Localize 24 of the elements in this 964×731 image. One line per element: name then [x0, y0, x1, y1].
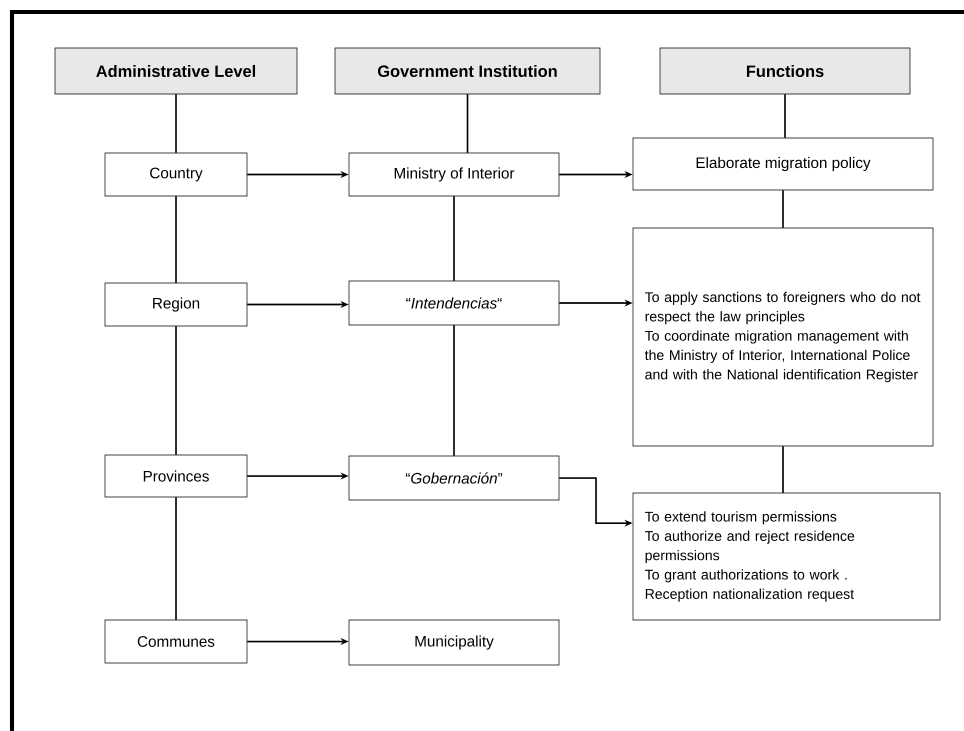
- connector-line: [175, 497, 177, 620]
- box: Elaborate migration policy: [632, 138, 934, 190]
- box: Provinces: [104, 454, 248, 498]
- connector-line: [782, 190, 784, 228]
- text-box: To extend tourism permissions To authorize and reject residence permissions To grant authorizations to work . Reception nationalization request: [632, 492, 940, 620]
- connector-line: [782, 446, 784, 493]
- column-header: Administrative Level: [54, 48, 298, 94]
- column-header: Government Institution: [334, 48, 600, 94]
- text-box: To apply sanctions to foreigners who do not respect the law principles To coordinate migration management with the Ministry of Interior, International Police and with the National identification Register: [632, 228, 934, 446]
- connector-line: [175, 94, 177, 153]
- connector-line: [453, 325, 455, 456]
- connector-line: [466, 94, 468, 153]
- connector-line: [784, 94, 786, 138]
- box: Municipality: [348, 620, 560, 666]
- box: Communes: [104, 620, 248, 664]
- column-header: Functions: [660, 48, 910, 94]
- box: Ministry of Interior: [348, 152, 560, 196]
- connector-line: [175, 326, 177, 455]
- box: “Intendencias“: [348, 280, 560, 326]
- box: “Gobernación”: [348, 456, 560, 500]
- connector-line: [453, 196, 455, 281]
- connector-line: [175, 196, 177, 283]
- box: Country: [104, 152, 248, 196]
- box: Region: [104, 282, 248, 326]
